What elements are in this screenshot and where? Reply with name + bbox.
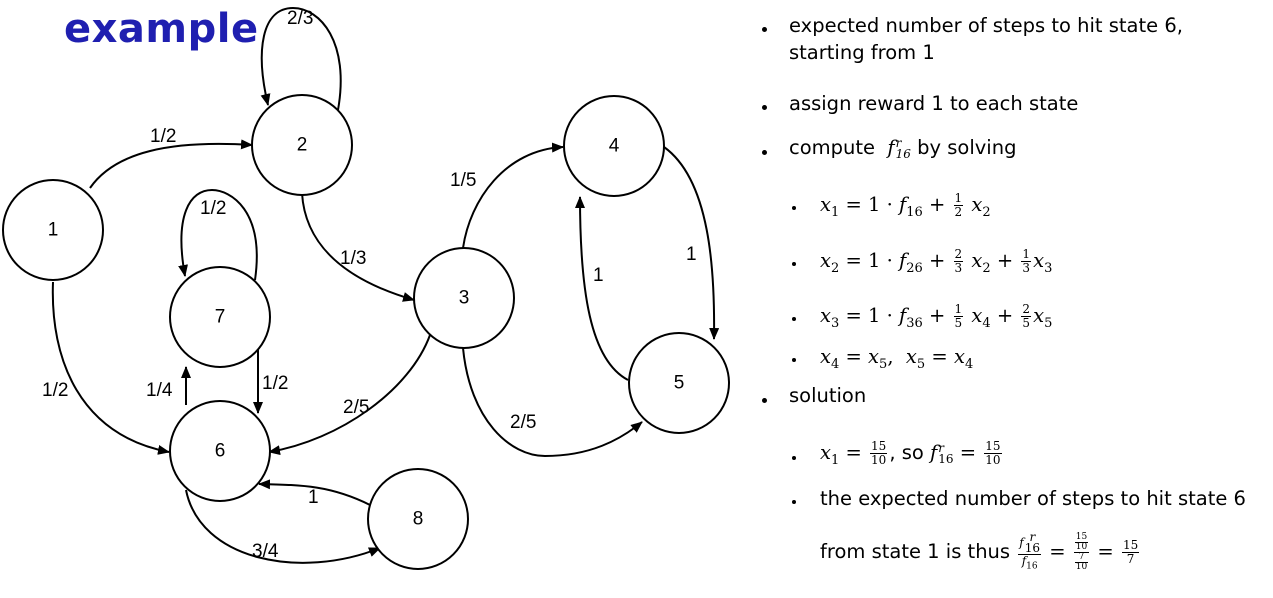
edge-2-to-2	[260, 6, 342, 111]
bullet-dot	[762, 105, 767, 110]
node-7: 7	[169, 266, 271, 368]
edge-5-to-4	[575, 196, 629, 381]
bullet-dot	[762, 27, 767, 32]
bullet-text: the expected number of steps to hit stat…	[820, 487, 1246, 510]
edge-label-5-to-4: 1	[593, 265, 604, 286]
node-label: 2	[297, 135, 308, 156]
edge-1-to-2	[89, 139, 253, 189]
node-8: 8	[367, 468, 469, 570]
bullet-dot	[792, 317, 796, 321]
edge-label-3-to-4: 1/5	[450, 170, 476, 191]
node-label: 7	[215, 307, 226, 328]
edge-label-7-to-6: 1/2	[262, 373, 288, 394]
edge-label-3-to-5: 2/5	[510, 412, 536, 433]
bullet-text: compute	[789, 136, 876, 159]
bullet-dot	[792, 262, 796, 266]
edge-7-to-7	[178, 188, 258, 281]
bullet-dot	[792, 206, 796, 210]
edge-label-6-to-7: 1/4	[146, 380, 173, 401]
bullet-text: starting from 1	[789, 41, 935, 64]
edge-1-to-6	[51, 281, 170, 455]
bullet-text: by solving	[917, 136, 1017, 159]
bullet-text: solution	[789, 384, 867, 407]
edge-4-to-5	[663, 146, 720, 340]
node-label: 6	[215, 441, 226, 462]
node-3: 3	[413, 247, 515, 349]
edge-3-to-4	[462, 142, 564, 249]
edge-label-1-to-6: 1/2	[42, 380, 68, 401]
node-6: 6	[169, 400, 271, 502]
node-label: 8	[413, 509, 424, 530]
bullet-dot	[792, 500, 796, 504]
bullet-dot	[762, 150, 767, 155]
edge-2-to-3	[301, 192, 415, 302]
edge-label-8-to-6: 1	[308, 487, 319, 508]
bullet-dot	[762, 398, 767, 403]
edge-3-to-6	[268, 334, 431, 456]
bullet-dot	[792, 358, 796, 362]
node-1: 1	[2, 179, 104, 281]
bullet-expected-steps: expected number of steps to hit state 6,…	[789, 14, 1183, 64]
edge-3-to-5	[462, 347, 643, 458]
edge-label-6-to-8: 3/4	[252, 541, 279, 562]
node-label: 3	[459, 288, 470, 309]
markov-chain-diagram: 1 2 3 4 5 6 7 8 1/2 1/2 2/3 1/3 1/5 2/5 …	[2, 6, 730, 570]
bullet-dot	[792, 456, 796, 460]
bullet-text: assign reward 1 to each state	[789, 92, 1079, 115]
node-2: 2	[251, 94, 353, 196]
slide-title: example	[64, 6, 259, 52]
node-5: 5	[628, 332, 730, 434]
bullet-text: from state 1 is thus	[820, 540, 1011, 564]
node-label: 4	[609, 136, 620, 157]
edge-label-7-to-7: 1/2	[200, 198, 226, 219]
edge-6-to-8	[185, 489, 381, 564]
equation-x4-x5: x4 = x5, x5 = x4	[820, 345, 974, 372]
edge-label-1-to-2: 1/2	[150, 126, 176, 147]
edge-label-2-to-2: 2/3	[287, 8, 313, 29]
node-label: 1	[48, 220, 59, 241]
edge-8-to-6	[258, 479, 371, 506]
edge-label-4-to-5: 1	[686, 244, 697, 265]
bullet-text: expected number of steps to hit state 6,	[789, 14, 1183, 37]
node-4: 4	[563, 95, 665, 197]
node-label: 5	[674, 373, 685, 394]
solution-so-text: , so	[889, 441, 924, 464]
edge-label-2-to-3: 1/3	[340, 248, 366, 269]
edge-label-3-to-6: 2/5	[343, 397, 369, 418]
